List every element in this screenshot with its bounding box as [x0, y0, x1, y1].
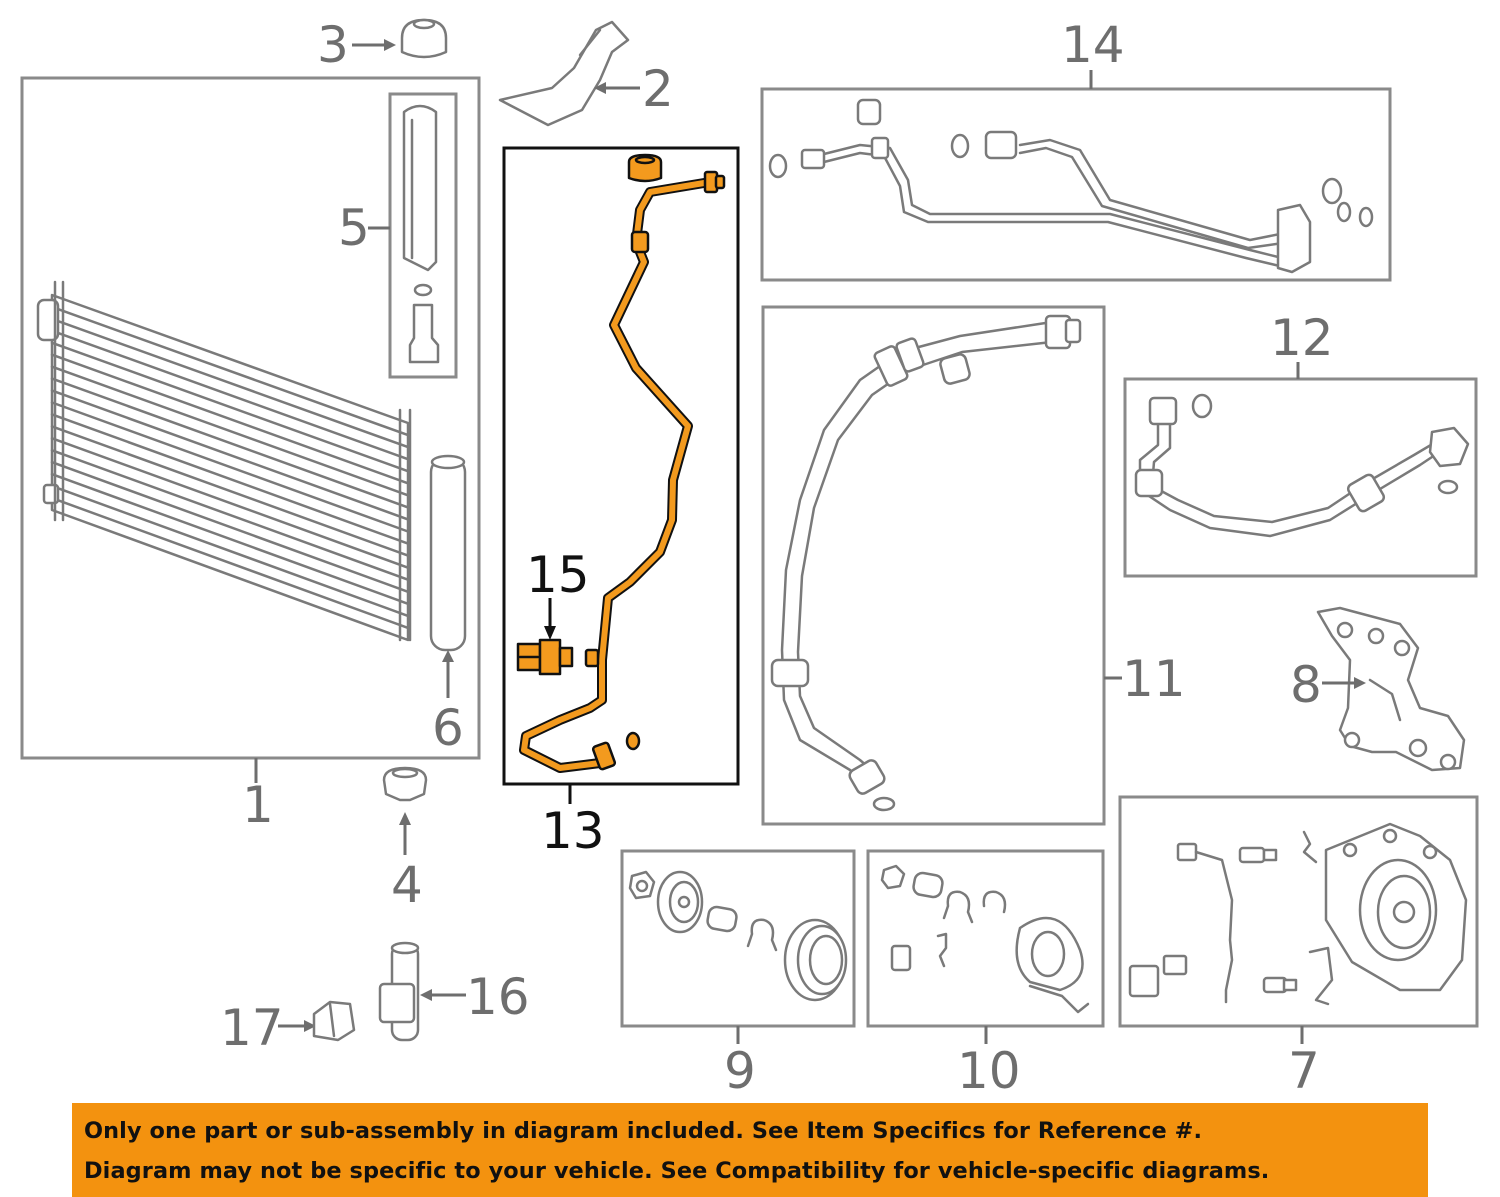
clip-icon-17	[312, 1000, 356, 1042]
clutch-kit-icon-9	[628, 870, 848, 1002]
callout-12: 12	[1270, 309, 1334, 367]
filter-cylinder-icon	[429, 454, 467, 652]
valve-icon-15	[516, 638, 574, 676]
part-12-group: 12	[1123, 309, 1478, 578]
callout-7: 7	[1288, 1042, 1320, 1100]
callout-6: 6	[432, 699, 464, 757]
part-13-box	[502, 146, 740, 786]
callout-2: 2	[642, 60, 674, 118]
disclaimer-banner: Only one part or sub-assembly in diagram…	[72, 1103, 1428, 1197]
callout-9: 9	[724, 1042, 756, 1100]
arrow-3	[384, 39, 396, 51]
callout-4: 4	[391, 856, 423, 914]
callout-3: 3	[317, 16, 349, 74]
part-10-group: 10	[866, 849, 1105, 1100]
grommet-icon	[400, 18, 448, 59]
mount-cushion-icon	[382, 766, 428, 802]
disclaimer-line-1: Only one part or sub-assembly in diagram…	[84, 1118, 1203, 1144]
callout-5: 5	[338, 199, 370, 257]
compressor-bracket-icon	[1316, 606, 1466, 772]
part-7-group: 7	[1118, 795, 1479, 1100]
part-11-group: 11	[761, 305, 1186, 826]
condenser-icon	[36, 280, 412, 642]
callout-10: 10	[957, 1042, 1021, 1100]
callout-13: 13	[541, 802, 605, 860]
callout-8: 8	[1290, 656, 1322, 714]
part-13-group: 15	[502, 146, 740, 786]
bracket-icon	[498, 20, 630, 127]
part-12-box	[1123, 377, 1478, 578]
callout-16: 16	[466, 968, 530, 1026]
arrow-6	[442, 650, 454, 662]
arrow-4	[399, 812, 411, 825]
compressor-icon-7	[1128, 822, 1468, 1006]
pipe-assembly-icon-14	[768, 98, 1374, 274]
callout-14: 14	[1061, 16, 1125, 74]
arrow-17	[304, 1020, 316, 1032]
part-14-box	[760, 87, 1392, 282]
pressure-sensor-icon-16	[378, 941, 420, 1042]
callout-1: 1	[242, 776, 274, 834]
callout-17: 17	[220, 999, 284, 1057]
desiccant-bag-icon	[402, 104, 440, 364]
part-14-group: 14	[760, 16, 1392, 282]
arrow-15	[544, 626, 556, 640]
part-1-condenser-group	[20, 76, 481, 760]
discharge-hose-icon	[770, 314, 1082, 812]
part-1-box	[20, 76, 481, 760]
part-11-box	[761, 305, 1106, 826]
seal-ring-icon	[627, 153, 663, 183]
ac-liquid-pipe-highlighted	[519, 170, 726, 773]
callout-11: 11	[1122, 650, 1186, 708]
field-coil-icon-10	[880, 864, 1090, 1014]
part-5-box	[388, 92, 458, 379]
disclaimer-line-2: Diagram may not be specific to your vehi…	[84, 1158, 1270, 1184]
arrow-2	[594, 82, 606, 94]
arrow-16	[420, 989, 432, 1001]
part-7-box	[1118, 795, 1479, 1028]
suction-hose-icon	[1134, 393, 1470, 538]
arrow-8	[1354, 677, 1366, 689]
part-9-group: 9	[620, 849, 856, 1100]
callout-15: 15	[526, 546, 590, 604]
